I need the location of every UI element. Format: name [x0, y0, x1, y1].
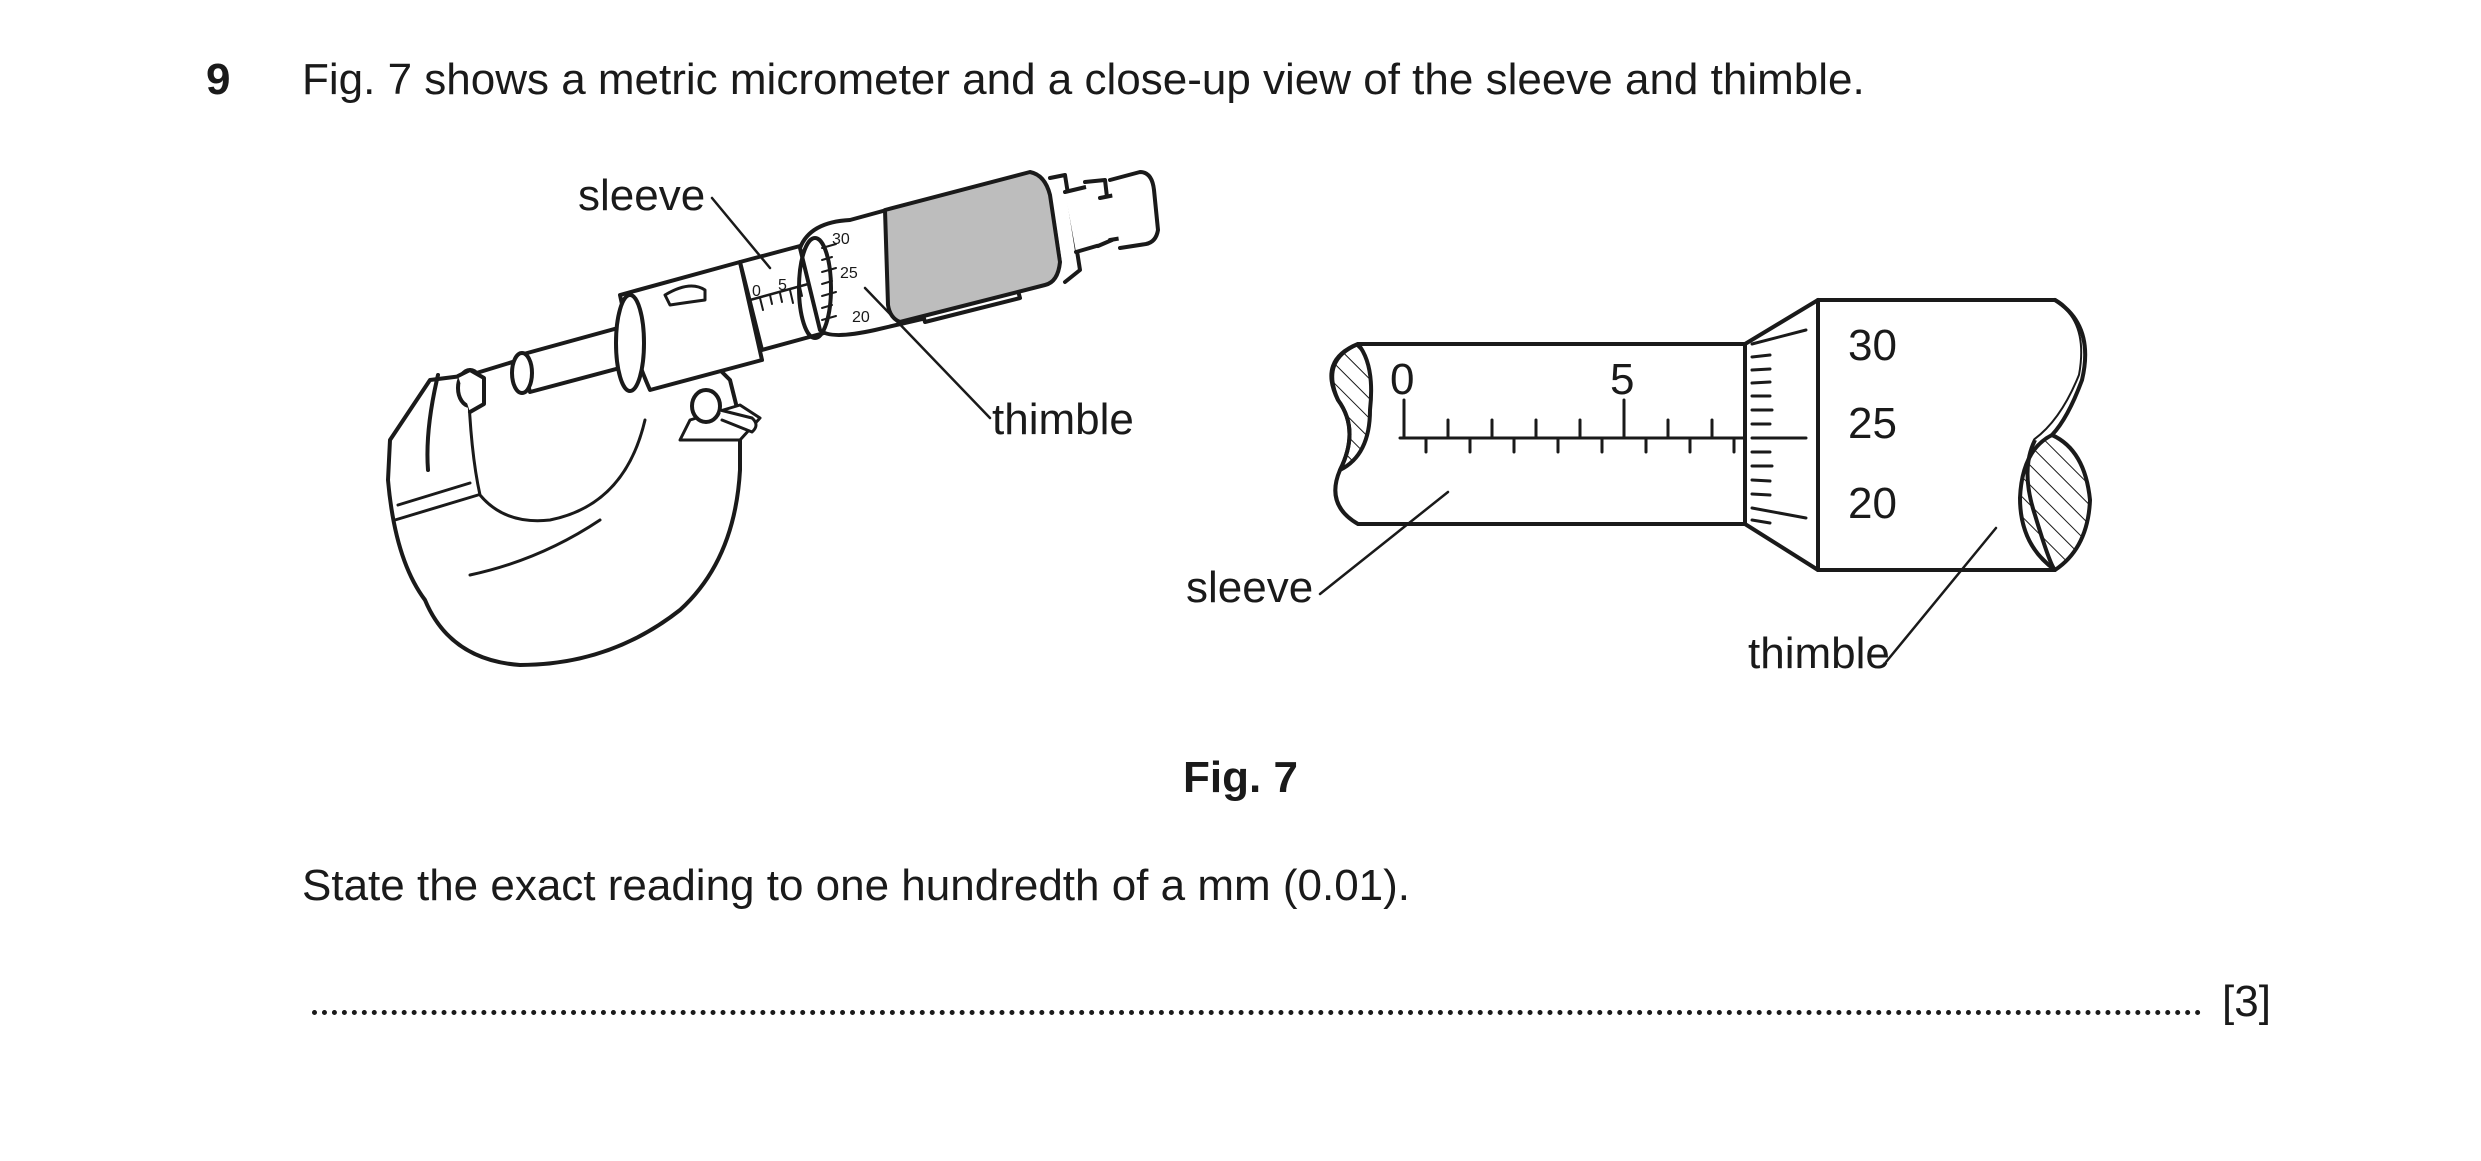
marks-label: [3] [2222, 977, 2271, 1026]
micrometer-drawing [386, 170, 1160, 667]
instruction-text: State the exact reading to one hundredth… [302, 861, 1411, 910]
question-number: 9 [206, 55, 231, 104]
ratchet-grip [883, 170, 1062, 324]
closeup-sleeve-label: sleeve [1186, 563, 1313, 612]
figure-caption: Fig. 7 [1183, 753, 1298, 802]
closeup-sleeve-scale-5: 5 [1610, 355, 1634, 404]
closeup-thimble-scale-30: 30 [1848, 321, 1897, 370]
left-thimble-scale-30: 30 [832, 231, 850, 248]
left-thimble-scale-25: 25 [840, 265, 858, 282]
closeup-thimble-label: thimble [1748, 629, 1890, 678]
question-text: Fig. 7 shows a metric micrometer and a c… [302, 55, 1865, 104]
closeup-sleeve-scale-0: 0 [1390, 355, 1414, 404]
closeup-thimble-scale-20: 20 [1848, 479, 1897, 528]
closeup-thimble-scale-25: 25 [1848, 399, 1897, 448]
left-thimble-scale-20: 20 [852, 309, 870, 326]
left-sleeve-scale-0: 0 [752, 283, 761, 300]
left-thimble-label: thimble [992, 395, 1134, 444]
answer-line[interactable] [312, 1010, 2202, 1015]
left-sleeve-label: sleeve [578, 171, 705, 220]
closeup-drawing [1318, 298, 2092, 664]
left-sleeve-scale-5: 5 [778, 277, 787, 294]
